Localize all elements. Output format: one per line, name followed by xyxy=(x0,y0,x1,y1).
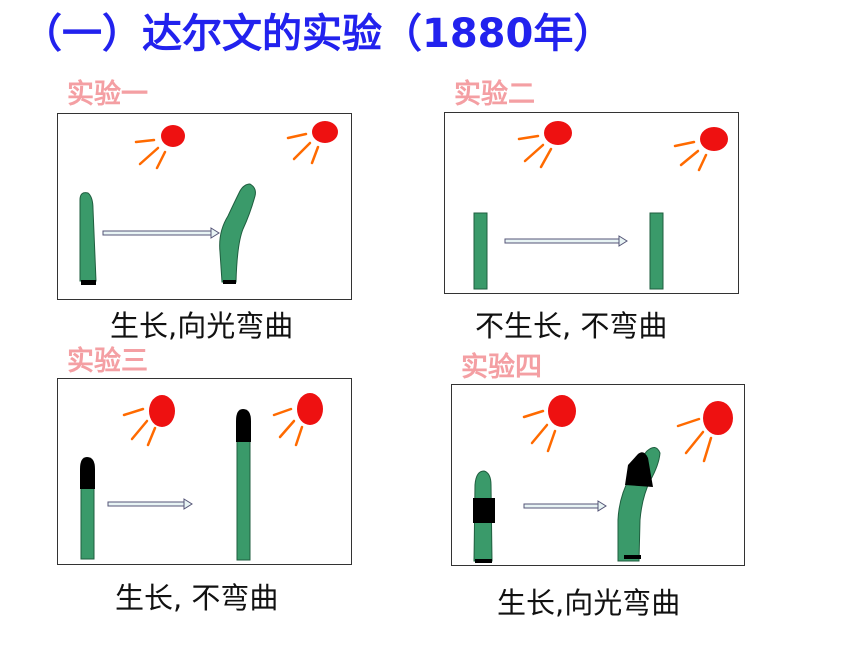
sun-icon xyxy=(522,395,576,453)
light-ray-icon xyxy=(673,140,708,172)
light-ray-icon xyxy=(122,407,157,447)
coleoptile-icon xyxy=(80,482,95,560)
coleoptile-icon xyxy=(649,212,664,290)
experiment-2-panel xyxy=(444,112,739,294)
light-ray-icon xyxy=(522,409,557,453)
experiment-3-caption: 生长, 不弯曲 xyxy=(115,581,279,615)
experiment-1-panel xyxy=(57,113,352,300)
coleoptile-icon xyxy=(79,192,97,282)
cap-icon xyxy=(473,498,495,523)
experiment-1-caption: 生长,向光弯曲 xyxy=(110,309,294,343)
coleoptile-icon xyxy=(236,438,251,561)
experiment-1-label: 实验一 xyxy=(67,79,148,110)
light-ray-icon xyxy=(517,134,553,169)
arrow-icon xyxy=(523,500,607,512)
cap-icon xyxy=(236,409,251,442)
light-ray-icon xyxy=(676,417,713,463)
light-ray-icon xyxy=(286,132,320,165)
sun-icon xyxy=(122,395,175,447)
cap-icon xyxy=(625,452,653,487)
sun-icon xyxy=(673,127,728,172)
cap-icon xyxy=(80,457,95,489)
experiment-3-label: 实验三 xyxy=(67,346,148,377)
experiment-1-diagram xyxy=(79,121,338,285)
sun-icon xyxy=(134,125,185,170)
coleoptile-icon xyxy=(219,183,256,283)
experiment-2-label: 实验二 xyxy=(454,79,535,110)
experiment-4-diagram xyxy=(473,395,733,563)
experiment-4-caption: 生长,向光弯曲 xyxy=(497,586,681,620)
experiment-2-diagram xyxy=(473,121,728,290)
arrow-icon xyxy=(102,227,220,239)
light-ray-icon xyxy=(272,407,304,447)
sun-icon xyxy=(272,393,323,447)
sun-icon xyxy=(286,121,338,165)
coleoptile-icon xyxy=(473,212,488,290)
experiment-2-caption: 不生长, 不弯曲 xyxy=(475,309,668,343)
arrow-icon xyxy=(107,498,193,510)
experiment-3-diagram xyxy=(80,393,323,561)
sun-icon xyxy=(676,401,733,463)
sun-icon xyxy=(517,121,572,169)
experiment-4-panel xyxy=(451,384,745,566)
page-title: （一）达尔文的实验（1880年） xyxy=(22,11,614,57)
experiment-3-panel xyxy=(57,378,352,565)
arrow-icon xyxy=(504,235,628,247)
experiment-4-label: 实验四 xyxy=(461,352,542,383)
light-ray-icon xyxy=(134,138,167,170)
